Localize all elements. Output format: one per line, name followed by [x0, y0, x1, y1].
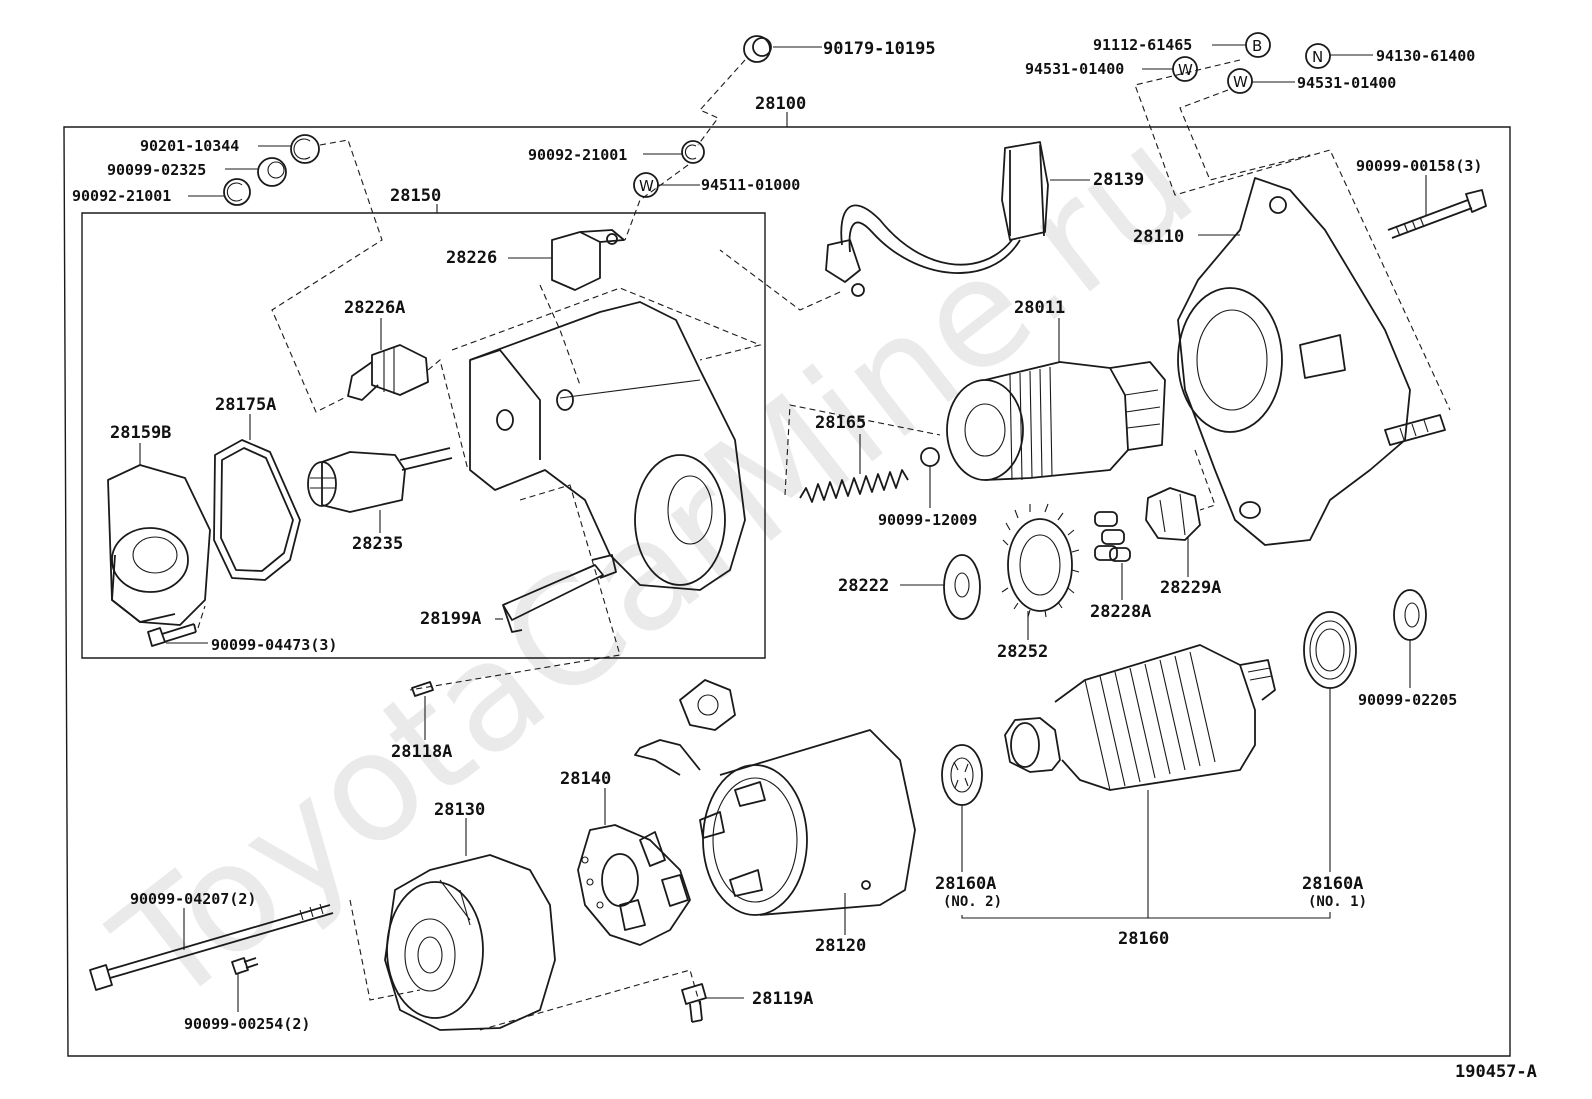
label-94531-01400-a: 94531-01400	[1025, 60, 1124, 78]
part-28159B	[107, 464, 211, 626]
part-90099-02205-washer	[1393, 589, 1427, 641]
svg-text:B: B	[1252, 37, 1262, 55]
part-28150-housing	[469, 301, 746, 591]
symbol-w1: W	[1172, 56, 1198, 82]
washer-90099-02325	[257, 157, 287, 187]
label-28140: 28140	[560, 769, 611, 789]
part-28222-washer	[943, 554, 981, 620]
part-28130-end-frame	[384, 854, 556, 1031]
label-28199A: 28199A	[420, 609, 481, 629]
symbol-b: B	[1245, 32, 1271, 58]
label-28222: 28222	[838, 576, 889, 596]
label-28165: 28165	[815, 413, 866, 433]
label-90099-02205: 90099-02205	[1358, 691, 1457, 709]
part-28011-clutch	[946, 361, 1166, 481]
subassembly-outline-28150	[81, 212, 766, 659]
label-28119A: 28119A	[752, 989, 813, 1009]
label-28120: 28120	[815, 936, 866, 956]
label-28160: 28160	[1118, 929, 1169, 949]
label-28139: 28139	[1093, 170, 1144, 190]
part-28165-spring	[799, 469, 909, 503]
label-28228A: 28228A	[1090, 602, 1151, 622]
svg-text:W: W	[639, 177, 654, 195]
assembly-outline-28100	[63, 126, 1511, 1057]
part-28160A-no1-bearing	[1303, 611, 1357, 689]
label-94130-61400: 94130-61400	[1376, 47, 1475, 65]
label-90099-00158: 90099-00158(3)	[1356, 157, 1482, 175]
label-90092-21001-left: 90092-21001	[72, 187, 171, 205]
part-28229A-retainer	[1145, 487, 1201, 541]
svg-text:N: N	[1312, 48, 1323, 66]
label-91112-61465: 91112-61465	[1093, 36, 1192, 54]
label-28235: 28235	[352, 534, 403, 554]
label-28175A: 28175A	[215, 395, 276, 415]
label-90099-00254: 90099-00254(2)	[184, 1015, 310, 1033]
label-28160A-no2-note: (NO. 2)	[943, 894, 1002, 910]
label-28252: 28252	[997, 642, 1048, 662]
part-28140-brush-holder	[577, 824, 691, 946]
label-90179-10195: 90179-10195	[823, 39, 936, 59]
bolt-90099-00158	[1387, 189, 1487, 239]
label-90099-02325: 90099-02325	[107, 161, 206, 179]
label-28150: 28150	[390, 186, 441, 206]
label-94531-01400-b: 94531-01400	[1297, 74, 1396, 92]
label-28226: 28226	[446, 248, 497, 268]
label-28159B: 28159B	[110, 423, 171, 443]
nut-90092-21001-upper	[681, 140, 705, 164]
label-28229A: 28229A	[1160, 578, 1221, 598]
svg-text:W: W	[1178, 61, 1193, 79]
label-28011: 28011	[1014, 298, 1065, 318]
symbol-n: N	[1305, 43, 1331, 69]
nut-90179-10195	[743, 35, 772, 63]
label-28110: 28110	[1133, 227, 1184, 247]
part-28252-gear	[1001, 503, 1080, 618]
bolt-90099-04207	[89, 903, 334, 991]
part-28226	[551, 229, 625, 291]
part-28160-armature	[1004, 644, 1276, 791]
label-90092-21001-upper: 90092-21001	[528, 146, 627, 164]
part-28118A	[411, 681, 434, 697]
label-28160A-no2: 28160A	[935, 874, 996, 894]
label-90099-12009: 90099-12009	[878, 511, 977, 529]
label-94511-01000: 94511-01000	[701, 176, 800, 194]
part-28199A	[502, 554, 617, 633]
part-28120-yoke	[634, 679, 916, 916]
part-28235	[307, 447, 453, 513]
label-90099-04473: 90099-04473(3)	[211, 636, 337, 654]
symbol-w3: W	[633, 172, 659, 198]
screw-90099-00254	[231, 957, 259, 975]
drawing-code: 190457-A	[1455, 1062, 1537, 1082]
nut-90092-21001-left	[223, 178, 251, 206]
label-28160A-no1-note: (NO. 1)	[1308, 894, 1367, 910]
svg-text:W: W	[1233, 73, 1248, 91]
part-28226A	[347, 344, 429, 401]
nut-90201-10344	[290, 134, 320, 164]
label-28130: 28130	[434, 800, 485, 820]
label-90099-04207: 90099-04207(2)	[130, 890, 256, 908]
part-28160A-no2-bearing	[941, 744, 983, 806]
part-28175A	[213, 439, 301, 581]
part-28110-drive-housing	[1177, 177, 1446, 546]
symbol-w2: W	[1227, 68, 1253, 94]
label-90201-10344: 90201-10344	[140, 137, 239, 155]
part-28139-lead-wire	[825, 141, 1049, 297]
label-28118A: 28118A	[391, 742, 452, 762]
label-28160A-no1: 28160A	[1302, 874, 1363, 894]
bolt-90099-04473	[147, 623, 197, 647]
label-28226A: 28226A	[344, 298, 405, 318]
label-28100: 28100	[755, 94, 806, 114]
part-28228A-rollers	[1094, 511, 1131, 562]
screw-28119A	[681, 983, 707, 1023]
